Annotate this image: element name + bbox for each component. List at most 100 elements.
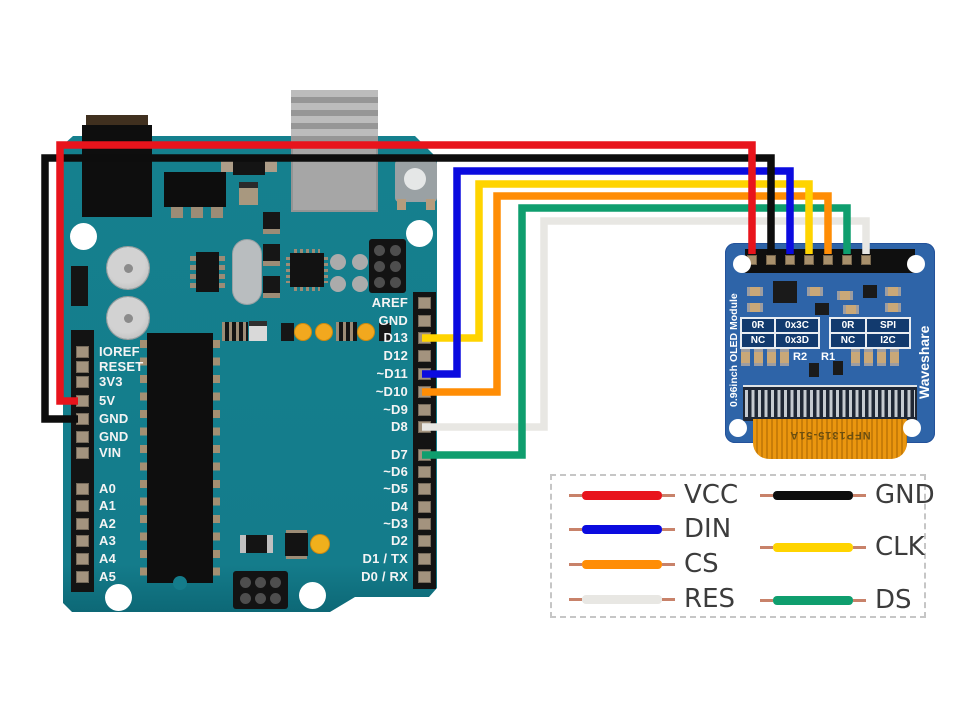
pin-label-vin: VIN <box>99 445 122 460</box>
oled-mounting-hole <box>907 255 925 273</box>
oled-config-cell: SPI <box>867 319 909 332</box>
legend-wire-end <box>662 597 675 601</box>
chip-notch <box>173 576 187 590</box>
pin-pad-d13 <box>418 332 431 344</box>
pin-label-d4: D4 <box>390 499 408 514</box>
polyfuse <box>71 266 88 306</box>
legend-label: RES <box>684 584 735 614</box>
smd-resistor <box>807 287 823 296</box>
pin-pad-a0 <box>76 483 89 495</box>
legend-item-ds: DS <box>760 585 912 615</box>
crystal-oscillator <box>233 240 261 304</box>
smd-resistor <box>741 349 750 366</box>
pin-label-d5: ~D5 <box>383 481 408 496</box>
legend-wire-swatch <box>582 594 662 604</box>
legend-wire-swatch <box>582 559 662 569</box>
mounting-hole <box>70 223 97 250</box>
led <box>311 535 329 553</box>
pin-label-gnd: GND <box>99 411 129 426</box>
legend-wire-swatch <box>773 542 853 552</box>
smd-resistor <box>747 287 763 296</box>
oled-mounting-hole <box>733 255 751 273</box>
smd-ic-pins <box>219 256 225 288</box>
oled-config-cell: 0R <box>831 319 865 332</box>
smd-ic <box>196 252 219 292</box>
smd-component <box>263 276 280 298</box>
legend-wire-swatch <box>582 490 662 500</box>
smd-resistor <box>877 349 886 366</box>
pin-pad-a2 <box>76 518 89 530</box>
pin-pad-ioref <box>76 346 89 358</box>
pin-pad-gnd <box>76 413 89 425</box>
regulator-leg <box>191 207 203 218</box>
legend-wire-end <box>853 545 866 549</box>
icsp-pin <box>240 577 251 588</box>
icsp-pin <box>255 577 266 588</box>
legend-wire-end <box>569 562 582 566</box>
legend-wire-swatch <box>773 595 853 605</box>
oled-pin-3 <box>785 255 795 265</box>
legend-wire-end <box>853 598 866 602</box>
reset-button-pad <box>426 199 435 210</box>
pin-pad-a3 <box>76 535 89 547</box>
legend-item-gnd: GND <box>760 480 935 510</box>
power-jack <box>82 125 152 217</box>
mounting-hole <box>406 220 433 247</box>
capacitor-dot <box>124 264 133 273</box>
icsp-pin <box>374 261 385 272</box>
legend-label: CLK <box>875 532 925 562</box>
smd-transistor <box>863 285 877 298</box>
pin-pad-d1tx <box>418 553 431 565</box>
reset-button-cap <box>404 168 426 190</box>
legend-wire-end <box>569 493 582 497</box>
regulator-leg <box>171 207 183 218</box>
smd-resistor <box>885 287 901 296</box>
legend-item-vcc: VCC <box>569 480 738 510</box>
tqfp-chip <box>290 253 324 287</box>
pin-pad-gnd <box>76 431 89 443</box>
icsp-pin <box>270 593 281 604</box>
icsp-pin <box>390 277 401 288</box>
icsp-pin <box>240 593 251 604</box>
mounting-hole <box>105 584 132 611</box>
pin-label-d2: D2 <box>390 533 408 548</box>
smd-resistor <box>885 303 901 312</box>
legend-wire-end <box>662 562 675 566</box>
via-pad <box>352 276 368 292</box>
pin-pad-a5 <box>76 571 89 583</box>
smd-resistor <box>837 291 853 300</box>
usb-connector-ridges <box>291 90 378 144</box>
led <box>295 324 311 340</box>
legend-wire-end <box>760 545 773 549</box>
smd-resistor <box>747 303 763 312</box>
pin-pad-d8 <box>418 421 431 433</box>
resistor-label: R2 <box>793 351 808 363</box>
icsp-header <box>233 571 288 609</box>
pin-pad-d4 <box>418 501 431 513</box>
legend-item-din: DIN <box>569 514 731 544</box>
smd-resistor <box>890 349 899 366</box>
reset-button-pad <box>397 199 406 210</box>
dip-chip-pins <box>212 340 220 578</box>
icsp-pin <box>255 593 266 604</box>
legend-wire-swatch <box>773 490 853 500</box>
smd-resistor <box>833 361 843 375</box>
pin-pad-vin <box>76 447 89 459</box>
microcontroller-chip <box>147 333 213 583</box>
legend-label: DIN <box>684 514 732 544</box>
legend-wire-end <box>569 527 582 531</box>
oled-pin-7 <box>861 255 871 265</box>
pin-label-d11: ~D11 <box>376 366 408 381</box>
pin-pad-a1 <box>76 500 89 512</box>
legend-wire-end <box>853 493 866 497</box>
smd-resistor <box>767 349 776 366</box>
pin-label-d0rx: D0 / RX <box>361 569 408 584</box>
diode-pad <box>264 159 277 172</box>
oled-pin-5 <box>823 255 833 265</box>
oled-mounting-hole <box>729 419 747 437</box>
diode-body <box>233 155 265 175</box>
pin-label-a5: A5 <box>99 569 117 584</box>
smd-resistor <box>851 349 860 366</box>
